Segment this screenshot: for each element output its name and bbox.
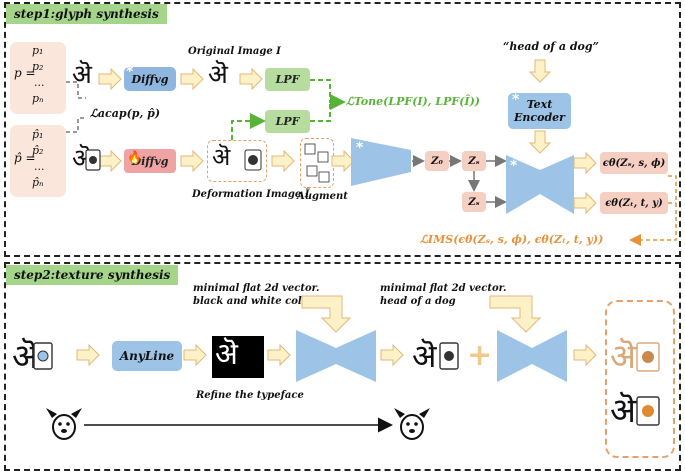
step1-title: step1:glyph synthesis — [6, 4, 167, 24]
arrow — [180, 150, 204, 172]
zs-node-bottom: Zₛ — [462, 192, 486, 212]
arrow — [183, 344, 207, 366]
arrow — [239, 68, 263, 90]
arrow — [331, 150, 355, 172]
phat-item-3: ... — [34, 160, 45, 173]
arrow — [271, 150, 295, 172]
glyph-original-image: ऄ — [208, 60, 228, 90]
arrow — [267, 344, 291, 366]
ims-loss-label: ℒIMS(ϵθ(Zₛ, s, ϕ), ϵθ(Zₜ, t, y)) — [420, 233, 604, 246]
phat-item-1: p̂₁ — [32, 128, 44, 141]
p-item-1: p₁ — [32, 44, 44, 57]
lora-prompt-arrow — [489, 295, 542, 333]
frozen-icon: * — [126, 64, 134, 80]
diffvg-bottom-box: Diffvg — [124, 149, 176, 173]
frozen-icon: * — [512, 92, 520, 108]
controlnet-prompt-arrow — [301, 295, 352, 333]
controlnet-prompt-line2: black and white color — [193, 296, 314, 307]
acap-connector-top — [66, 81, 86, 99]
unet-shape — [506, 155, 574, 214]
augment-label: Augment — [297, 191, 348, 202]
plus-sign: + — [467, 338, 493, 373]
result-box — [605, 300, 675, 458]
prompt-text: “head of a dog” — [503, 40, 599, 53]
phat-lhs: p̂ = — [14, 151, 36, 165]
tone-arrow-bottom — [310, 104, 331, 122]
lora-shape — [497, 330, 567, 382]
p-vector-box — [10, 42, 66, 114]
lpf-top-box: LPF — [265, 68, 310, 91]
encoder-shape — [351, 138, 411, 186]
glyph-deformation: ऄ — [212, 143, 231, 171]
arrow — [573, 192, 597, 214]
arrow — [98, 68, 122, 90]
original-image-label: Original Image I — [188, 46, 281, 57]
diffvg-top-box: Diffvg — [124, 67, 176, 91]
arrow — [180, 68, 204, 90]
lora-prompt-line2: head of a dog — [380, 296, 456, 307]
glyph-lineart: ऄ — [215, 337, 238, 372]
p-item-3: ... — [34, 76, 45, 89]
svg-text:*: * — [356, 140, 364, 156]
glyph-result-tan: ऄ — [610, 337, 636, 377]
flame-icon: 🔥 — [127, 150, 142, 164]
tone-arrow-top — [310, 79, 346, 110]
ims-feedback-arrow — [629, 175, 677, 246]
controlnet-shape — [296, 330, 376, 382]
anyline-box: AnyLine — [112, 341, 182, 371]
refine-label: Refine the typeface — [196, 390, 304, 401]
arrow — [573, 152, 597, 174]
glyph-controlnet-output: ऄ — [412, 337, 437, 375]
step2-title: step2:texture synthesis — [6, 265, 179, 285]
controlnet-prompt-line1: minimal flat 2d vector. — [193, 283, 320, 294]
svg-text:*: * — [510, 158, 518, 174]
dog-after-icon — [394, 408, 430, 440]
arrow — [573, 344, 597, 366]
acap-connector-bottom — [66, 117, 86, 133]
phat-item-n: p̂ₙ — [32, 176, 44, 189]
p-lhs: p = — [14, 66, 36, 80]
z0-node: Z₀ — [425, 151, 449, 171]
lora-prompt-line1: minimal flat 2d vector. — [380, 283, 507, 294]
glyph-synthesis-panel — [4, 2, 681, 257]
arrow — [380, 344, 404, 366]
deform-to-lpf-arrow — [231, 113, 266, 140]
tone-loss-label: ℒTone(LPF(I), LPF(Î)) — [346, 95, 480, 108]
text-encoder-box: Text Encoder — [508, 93, 571, 129]
arrow — [76, 344, 100, 366]
glyph-result-dark: ऄ — [610, 391, 636, 431]
acap-loss-label: ℒacap(p, p̂) — [90, 107, 161, 120]
eps-top-box: ϵθ(Zₛ, s, ϕ) — [600, 152, 668, 174]
p-item-n: pₙ — [32, 92, 44, 105]
lpf-bottom-box: LPF — [265, 110, 310, 133]
deformation-image-box — [207, 140, 267, 182]
lineart-image — [212, 336, 264, 378]
deformation-image-label: Deformation Image Î — [192, 189, 310, 200]
dog-before-icon — [46, 408, 82, 440]
phat-item-2: p̂₂ — [32, 144, 44, 157]
p-item-2: p₂ — [32, 60, 44, 73]
eps-bottom-box: ϵθ(Zₜ, t, y) — [600, 192, 668, 214]
texture-synthesis-panel — [4, 262, 681, 471]
arrow — [98, 150, 122, 172]
arrow — [529, 59, 551, 83]
zs-node-top: Zₛ — [462, 151, 486, 171]
phat-vector-box — [10, 125, 66, 197]
arrow — [529, 130, 551, 154]
